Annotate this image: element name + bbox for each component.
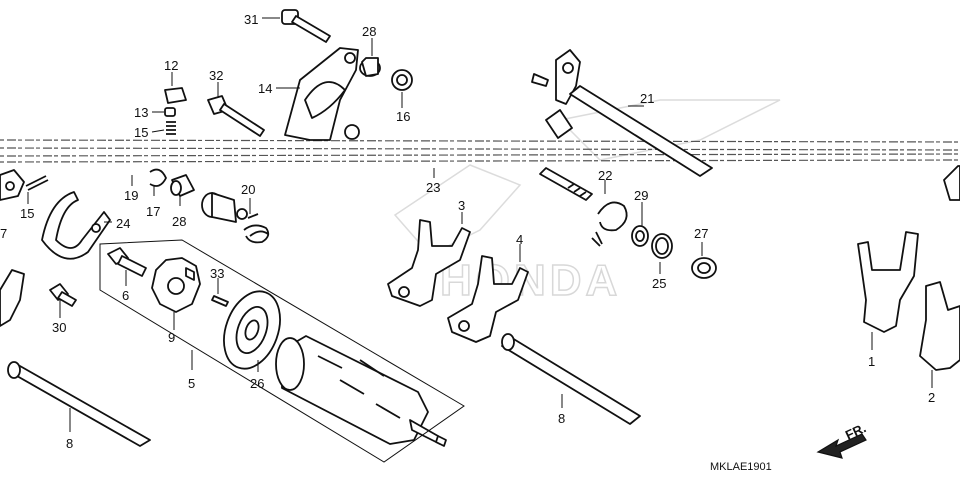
- leader-lines: [27, 17, 933, 432]
- collar-28-lower: [170, 174, 195, 197]
- callout-23: 23: [426, 180, 440, 195]
- honda-watermark: HONDA: [393, 99, 781, 306]
- group-5-bracket: [99, 239, 465, 463]
- callout-28-lower: 28: [172, 214, 186, 229]
- callout-labels: 31 28 16 14 12 13 15 32 19 17 28 15 7 20…: [0, 12, 935, 473]
- collar-28: [359, 57, 381, 77]
- spring-15-top: [166, 121, 176, 135]
- snap-ring-25: [651, 233, 673, 259]
- honda-watermark-text: HONDA: [440, 256, 621, 305]
- callout-6: 6: [122, 288, 129, 303]
- callout-2: 2: [928, 390, 935, 405]
- callout-30: 30: [52, 320, 66, 335]
- shift-fork-left-partial: [0, 269, 25, 327]
- collar-16: [391, 69, 413, 91]
- clip-17: [149, 168, 167, 187]
- callout-7: 7: [0, 226, 7, 241]
- callout-12: 12: [164, 58, 178, 73]
- callout-28: 28: [362, 24, 376, 39]
- washer-29: [631, 225, 649, 247]
- return-spring-20: [243, 213, 270, 244]
- callout-14: 14: [258, 81, 272, 96]
- callout-21: 21: [640, 91, 654, 106]
- bolt-6: [107, 247, 147, 277]
- callout-9: 9: [168, 330, 175, 345]
- callout-26: 26: [250, 376, 264, 391]
- drum-center-9: [151, 257, 201, 313]
- callout-13: 13: [134, 105, 148, 120]
- shift-fork-shaft-8-left: [7, 361, 151, 447]
- callout-3: 3: [458, 198, 465, 213]
- callout-8-center: 8: [558, 411, 565, 426]
- shift-fork-2: [919, 281, 960, 371]
- callout-24: 24: [116, 216, 130, 231]
- oil-seal-27: [691, 257, 717, 279]
- pin-12: [164, 87, 187, 104]
- shift-drum-5: [275, 335, 447, 447]
- scan-noise-band: [0, 139, 960, 163]
- right-edge-partial: [943, 165, 960, 201]
- stopper-arm-24: [41, 191, 111, 260]
- spring-15-left: [25, 175, 49, 191]
- callout-22: 22: [598, 168, 612, 183]
- callout-17: 17: [146, 204, 160, 219]
- stopper-plate-14: [284, 47, 360, 141]
- callout-25: 25: [652, 276, 666, 291]
- callout-8-left: 8: [66, 436, 73, 451]
- callout-5: 5: [188, 376, 195, 391]
- bolt-32: [207, 95, 265, 137]
- bolt-30: [49, 283, 77, 307]
- shift-arm-7: [0, 169, 25, 201]
- gearshift-spindle-21: [531, 49, 713, 177]
- pin-33: [211, 295, 229, 307]
- washer-13: [164, 107, 176, 117]
- front-direction-arrow: FR.: [816, 420, 868, 459]
- shift-fork-shaft-8-center: [501, 333, 641, 425]
- callout-31: 31: [244, 12, 258, 27]
- callout-15-left: 15: [20, 206, 34, 221]
- shift-collar-bolt: [201, 192, 248, 223]
- shift-fork-4: [447, 255, 529, 343]
- callout-4: 4: [516, 232, 523, 247]
- callout-29: 29: [634, 188, 648, 203]
- callout-32: 32: [209, 68, 223, 83]
- return-spring-22: [591, 201, 628, 247]
- bolt-31: [281, 9, 331, 43]
- spindle-splined-end: [539, 167, 593, 201]
- callout-33: 33: [210, 266, 224, 281]
- diagram-code: MKLAE1901: [710, 461, 772, 473]
- callout-27: 27: [694, 226, 708, 241]
- callout-1: 1: [868, 354, 875, 369]
- callout-19: 19: [124, 188, 138, 203]
- callout-16: 16: [396, 109, 410, 124]
- shift-fork-1: [857, 231, 919, 333]
- bearing-26: [223, 290, 281, 370]
- callout-20: 20: [241, 182, 255, 197]
- shift-fork-3: [387, 219, 471, 307]
- callout-15: 15: [134, 125, 148, 140]
